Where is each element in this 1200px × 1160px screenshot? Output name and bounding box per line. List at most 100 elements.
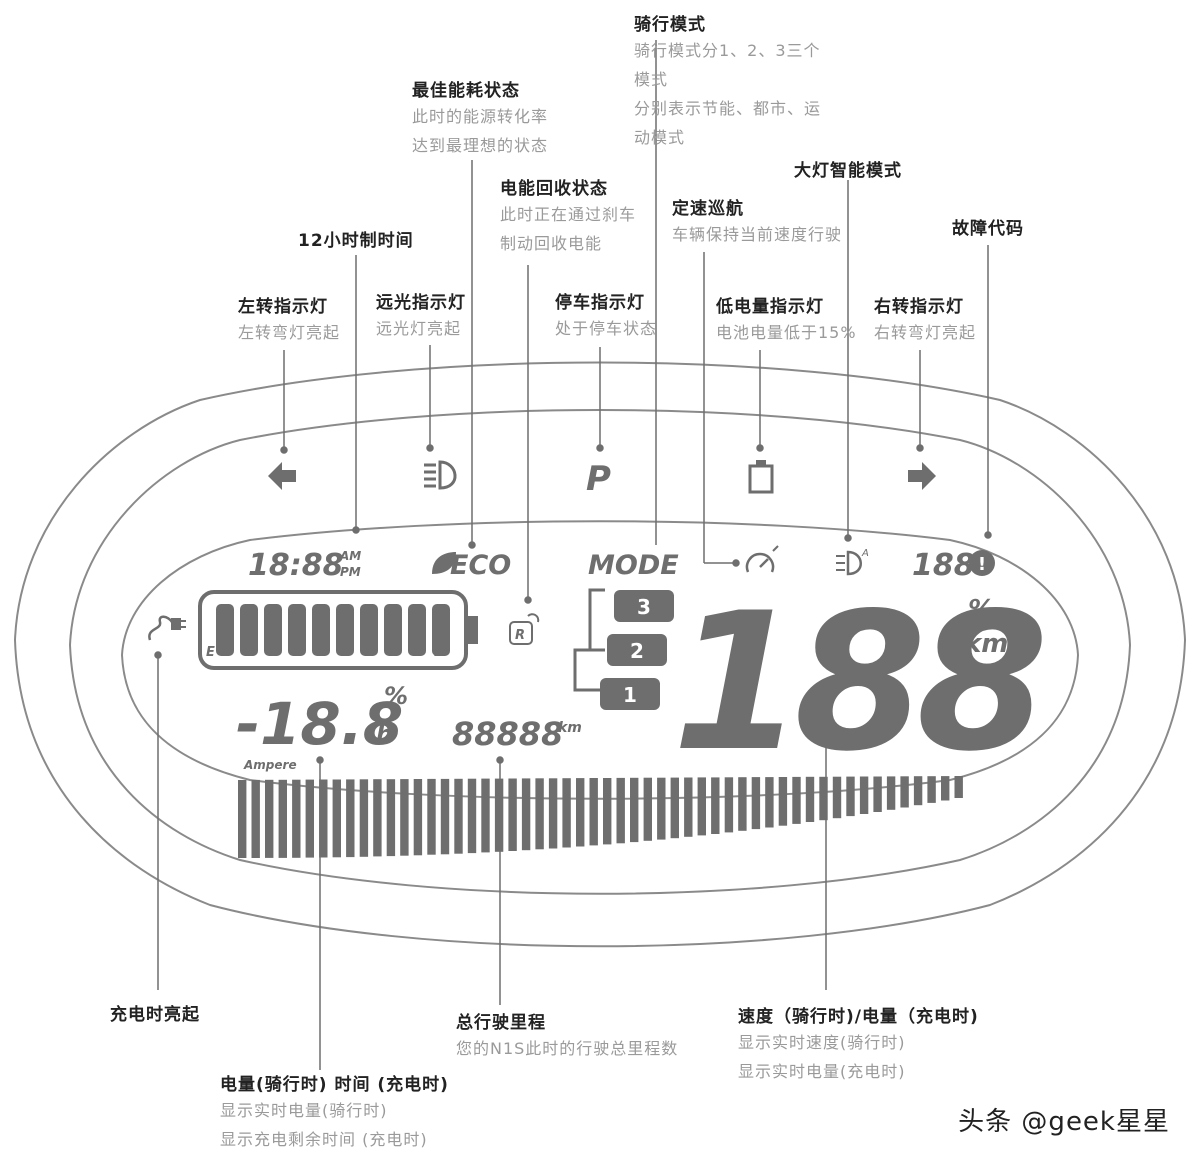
ampere-bar (346, 779, 355, 858)
annotation-high-beam: 远光指示灯 远光灯亮起 (376, 292, 466, 343)
annotation-line: 右转弯灯亮起 (874, 323, 977, 342)
ampere-bar (778, 777, 788, 826)
battery-segment (312, 604, 330, 656)
clock-digits: 18:88 (248, 548, 344, 583)
annotation-line: 达到最理想的状态 (412, 136, 549, 155)
ampere-bar (846, 776, 855, 817)
svg-text:3: 3 (637, 595, 651, 619)
svg-text:1: 1 (623, 683, 637, 707)
battery-segment (240, 604, 258, 656)
ampere-bar (467, 778, 477, 854)
battery-segment (360, 604, 378, 656)
battery-segment (336, 604, 354, 656)
ampere-bar (954, 776, 963, 798)
battery-segment (288, 604, 306, 656)
ampere-bar (359, 779, 369, 857)
mode-label: MODE (588, 550, 679, 581)
ampere-bar (819, 776, 828, 821)
pm-label: PM (340, 565, 361, 579)
ampere-bar (900, 776, 909, 808)
battery-gauge: E F (198, 590, 478, 670)
mode-level-3: 3 (614, 590, 674, 622)
ampere-bar (886, 776, 896, 810)
ampere-bar (481, 778, 490, 853)
ampere-bar (521, 778, 531, 851)
battery-segment (408, 604, 426, 656)
ampere-bar (630, 777, 639, 843)
ampere-bar (643, 777, 652, 841)
ampere-bar (305, 779, 314, 858)
ampere-bar (494, 778, 504, 852)
svg-text:!: ! (978, 554, 986, 575)
odometer-unit: km (558, 720, 582, 736)
ampere-bar (400, 779, 409, 856)
annotation-line: 显示实时速度(骑行时) (738, 1033, 906, 1052)
annotation-line: 远光灯亮起 (376, 319, 462, 338)
annotation-line: 分别表示节能、都市、运 (634, 99, 822, 118)
mode-level-1: 1 (600, 678, 660, 710)
battery-segment (384, 604, 402, 656)
ampere-bar (548, 778, 558, 849)
high-beam-icon (424, 460, 457, 490)
charging-plug-icon (148, 615, 186, 641)
battery-time-unit-h: h (376, 720, 393, 748)
battery-f-label: F (434, 645, 443, 660)
svg-text:A: A (861, 548, 869, 559)
ampere-bar (927, 776, 936, 803)
ampere-bar (427, 778, 436, 855)
annotation-line: 您的N1S此时的行驶总里程数 (456, 1039, 679, 1058)
ampere-bar (386, 779, 396, 857)
ampere-bar (278, 779, 287, 858)
annotation-line: 此时正在通过刹车 (500, 205, 637, 224)
annotation-title: 定速巡航 (672, 199, 744, 219)
annotation-speed: 速度（骑行时)/电量（充电时) 显示实时速度(骑行时) 显示实时电量(充电时) (738, 1006, 979, 1086)
ampere-bar (616, 777, 625, 844)
speed-unit-kmh: km/h (964, 629, 1036, 659)
ampere-bar (413, 779, 423, 856)
ampere-label: Ampere (243, 758, 297, 772)
ampere-bar (670, 777, 679, 839)
speed-digits: 188 (672, 572, 1042, 793)
annotation-line: 车辆保持当前速度行驶 (672, 225, 843, 244)
annotation-line: 处于停车状态 (555, 319, 658, 338)
ampere-bar (576, 778, 585, 847)
annotation-line: 电池电量低于15% (716, 323, 857, 342)
annotation-title: 电量(骑行时) 时间 (充电时) (220, 1075, 449, 1095)
battery-segment (216, 604, 234, 656)
watermark: 头条 @geek星星 (958, 1107, 1170, 1137)
annotation-line: 模式 (634, 70, 669, 89)
annotation-title: 骑行模式 (634, 15, 706, 35)
annotation-title: 低电量指示灯 (716, 297, 824, 317)
ampere-bar (373, 779, 382, 857)
annotation-title: 最佳能耗状态 (412, 81, 520, 101)
annotation-odometer: 总行驶里程 您的N1S此时的行驶总里程数 (456, 1012, 678, 1063)
annotation-line: 此时的能源转化率 (412, 107, 549, 126)
annotation-title: 大灯智能模式 (794, 161, 902, 181)
ampere-bar (738, 777, 747, 831)
annotation-title: 电能回收状态 (500, 179, 608, 199)
ampere-bar (805, 776, 815, 822)
ampere-bar (724, 777, 734, 833)
annotation-right-turn: 右转指示灯 右转弯灯亮起 (874, 296, 976, 347)
left-turn-icon (268, 462, 296, 490)
ampere-bar (697, 777, 706, 836)
annotation-title: 速度（骑行时)/电量（充电时) (738, 1007, 979, 1027)
parking-icon: P (586, 459, 611, 499)
annotation-line: 左转弯灯亮起 (238, 323, 341, 342)
outer-bezel (13, 361, 1187, 948)
ampere-bar (251, 779, 260, 858)
cruise-speedometer-icon (745, 545, 779, 573)
annotation-title: 12小时制时间 (298, 231, 414, 251)
fault-code-digits: 188 (912, 548, 975, 583)
ampere-bar (562, 778, 571, 848)
fault-warning-icon: ! (969, 550, 995, 576)
annotation-clock: 12小时制时间 (298, 230, 414, 252)
annotation-line: 显示实时电量(充电时) (738, 1062, 906, 1081)
ampere-bar (765, 777, 774, 828)
ampere-bar (941, 776, 950, 801)
annotation-title: 故障代码 (952, 219, 1024, 239)
annotation-charging: 充电时亮起 (110, 1004, 200, 1026)
smart-headlight-icon: A (836, 548, 869, 576)
ampere-bar (454, 778, 463, 854)
